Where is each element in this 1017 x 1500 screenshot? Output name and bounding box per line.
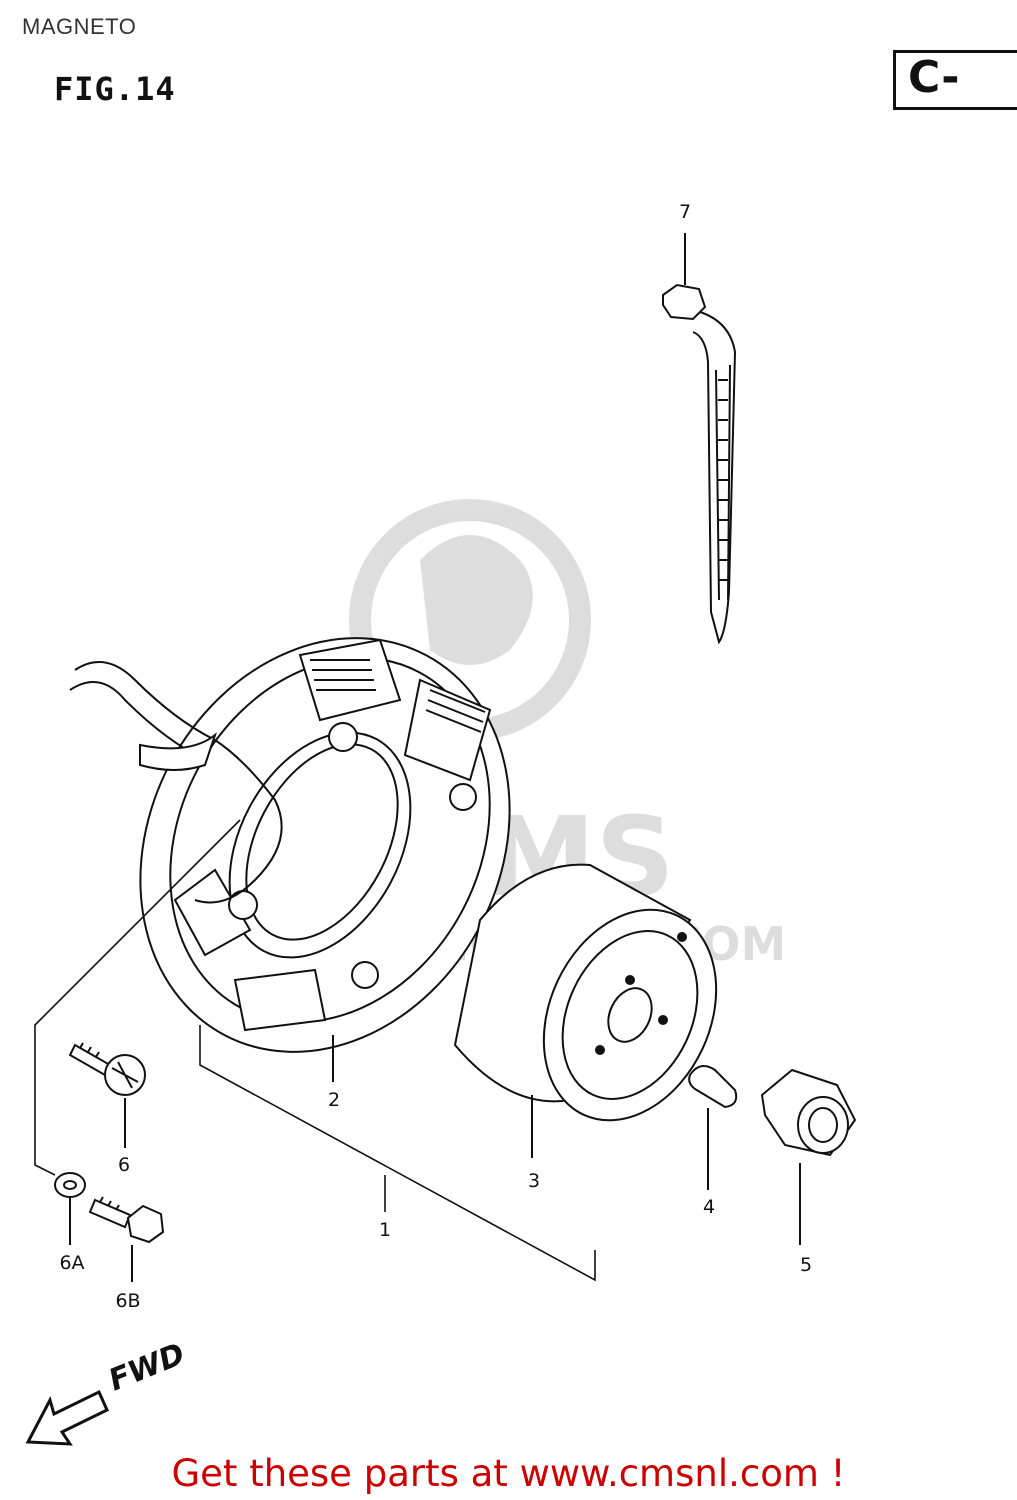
footer-link[interactable]: Get these parts at www.cmsnl.com ! bbox=[171, 1452, 846, 1495]
part-5-nut[interactable] bbox=[760, 1068, 857, 1245]
part-6-screw[interactable] bbox=[68, 1042, 146, 1148]
callout-2[interactable]: 2 bbox=[327, 1089, 341, 1111]
group-6-leaders bbox=[34, 819, 241, 1176]
section-code: C- bbox=[908, 52, 960, 103]
part-2-stator[interactable] bbox=[70, 573, 581, 1117]
assembly-1-bracket bbox=[199, 1025, 596, 1282]
part-4-key[interactable] bbox=[688, 1065, 738, 1190]
callout-5[interactable]: 5 bbox=[799, 1254, 813, 1276]
callout-6a[interactable]: 6A bbox=[59, 1252, 85, 1274]
callout-6b[interactable]: 6B bbox=[115, 1290, 141, 1312]
page-title: MAGNETO bbox=[22, 14, 137, 39]
part-7-harness[interactable] bbox=[662, 233, 737, 645]
stator-lead-wire bbox=[69, 661, 283, 904]
callout-1[interactable]: 1 bbox=[378, 1219, 392, 1241]
callout-4[interactable]: 4 bbox=[702, 1196, 716, 1218]
callout-6[interactable]: 6 bbox=[117, 1154, 131, 1176]
fwd-arrow-icon bbox=[25, 1389, 109, 1446]
section-box bbox=[893, 50, 1017, 110]
figure-label: FIG.14 bbox=[54, 70, 176, 108]
callout-3[interactable]: 3 bbox=[527, 1170, 541, 1192]
part-3-rotor[interactable] bbox=[453, 863, 749, 1158]
part-6a-washer[interactable] bbox=[54, 1172, 86, 1245]
callout-7[interactable]: 7 bbox=[678, 201, 692, 223]
part-6b-bolt[interactable] bbox=[88, 1196, 165, 1282]
